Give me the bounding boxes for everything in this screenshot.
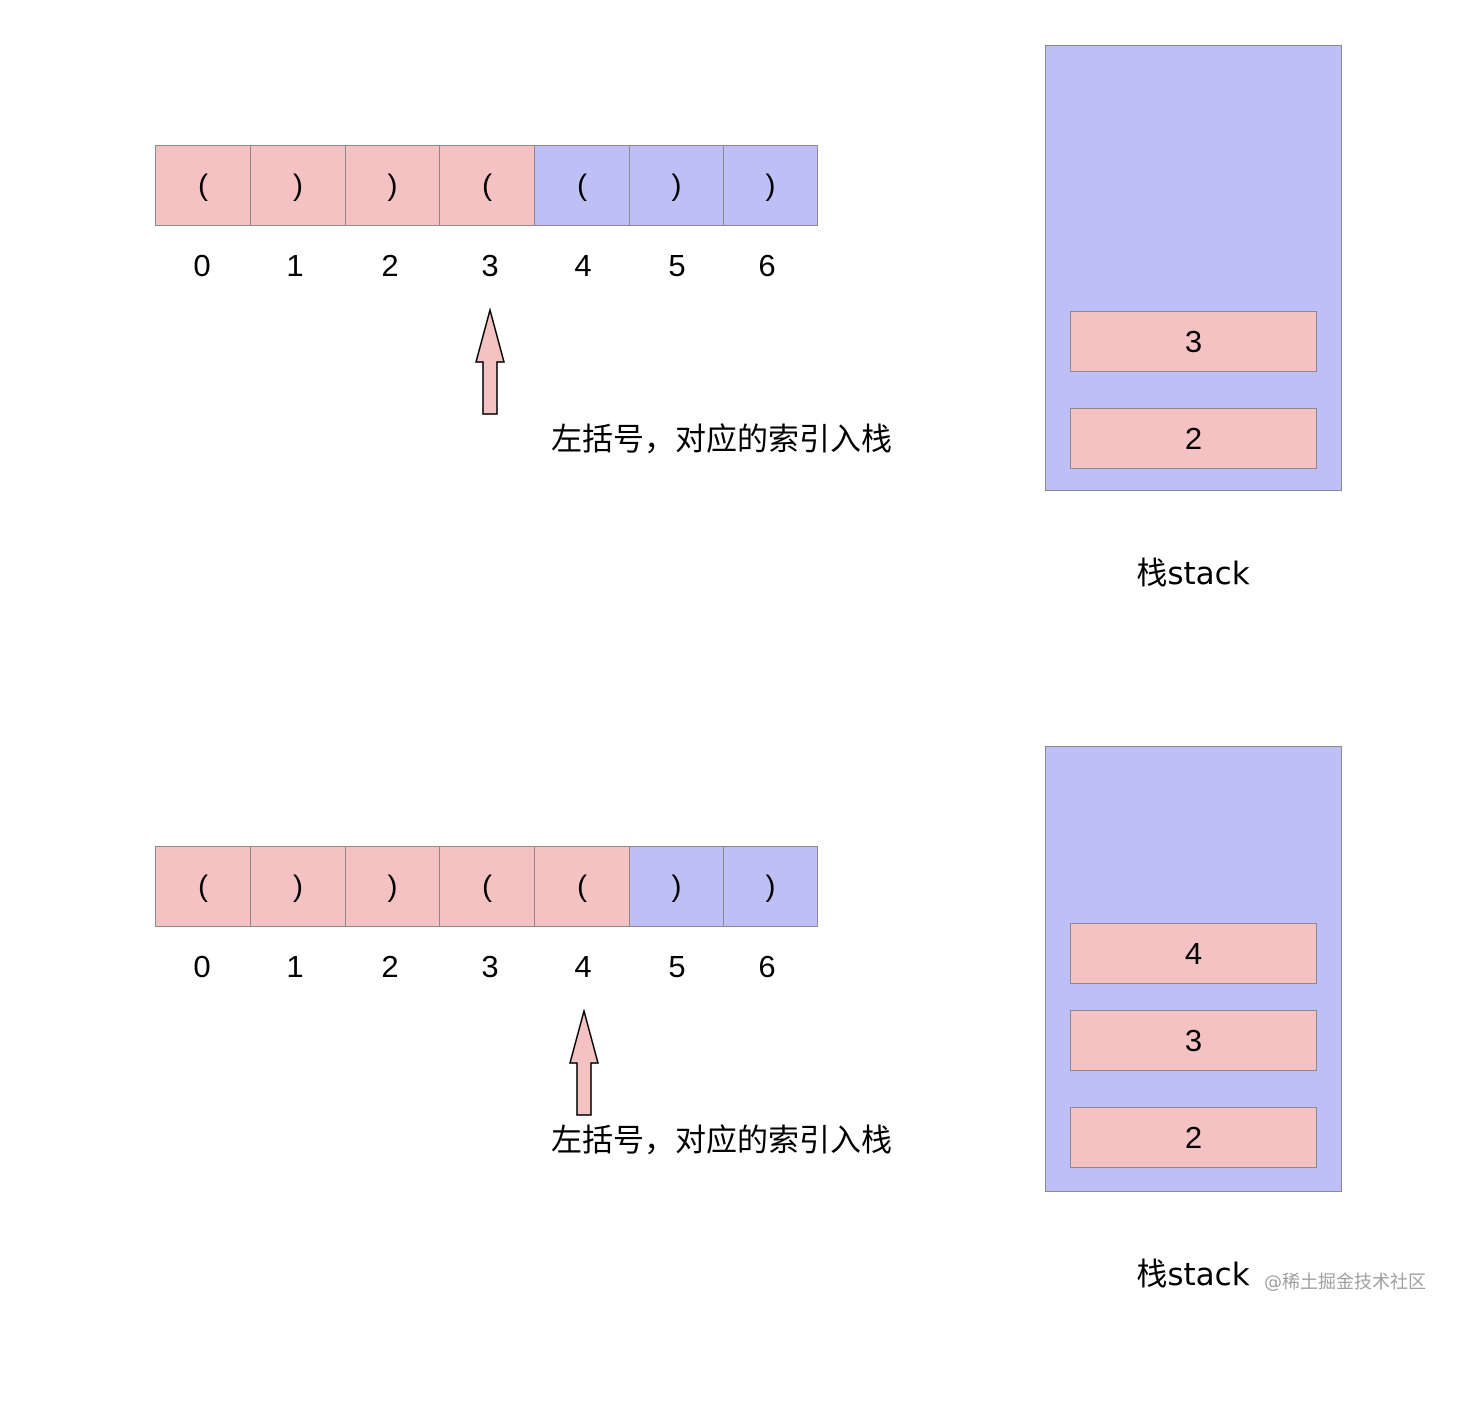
index-label: 0 — [193, 949, 211, 984]
index-label: 1 — [286, 949, 304, 984]
index-label: 2 — [381, 949, 399, 984]
index-label: 3 — [481, 949, 499, 984]
array-cell: ( — [155, 145, 251, 226]
array-cell: ( — [439, 145, 535, 226]
array-cell: ) — [629, 145, 724, 226]
pointer-arrow-icon — [569, 1009, 599, 1116]
stack-item: 2 — [1070, 1107, 1317, 1168]
bracket-array: ( ) ) ( ( ) ) — [155, 145, 818, 226]
diagram-panel-2: ( ) ) ( ( ) ) 0 1 2 3 4 5 6 左括号，对应的索引入栈 … — [0, 701, 1458, 1401]
array-cell: ( — [439, 846, 535, 927]
index-label: 6 — [758, 949, 776, 984]
index-label: 4 — [574, 949, 592, 984]
push-caption: 左括号，对应的索引入栈 — [551, 422, 892, 458]
bracket-array: ( ) ) ( ( ) ) — [155, 846, 818, 927]
array-cell: ) — [250, 846, 346, 927]
array-cell: ) — [723, 145, 818, 226]
stack-label: 栈stack — [1136, 1257, 1250, 1293]
stack-container: 4 3 2 — [1045, 746, 1342, 1192]
index-label: 6 — [758, 248, 776, 283]
stack-item: 4 — [1070, 923, 1317, 984]
index-label: 3 — [481, 248, 499, 283]
array-cell: ) — [629, 846, 724, 927]
stack-item: 3 — [1070, 1010, 1317, 1071]
array-cell: ) — [250, 145, 346, 226]
array-cell: ( — [534, 145, 630, 226]
stack-container: 3 2 — [1045, 45, 1342, 491]
index-label: 1 — [286, 248, 304, 283]
push-caption: 左括号，对应的索引入栈 — [551, 1123, 892, 1159]
pointer-arrow-icon — [475, 308, 505, 415]
index-label: 2 — [381, 248, 399, 283]
watermark: @稀土掘金技术社区 — [1264, 1272, 1426, 1293]
array-cell: ) — [723, 846, 818, 927]
diagram-panel-1: ( ) ) ( ( ) ) 0 1 2 3 4 5 6 左括号，对应的索引入栈 … — [0, 0, 1458, 700]
stack-item: 2 — [1070, 408, 1317, 469]
index-label: 0 — [193, 248, 211, 283]
index-label: 4 — [574, 248, 592, 283]
array-cell: ( — [534, 846, 630, 927]
array-cell: ( — [155, 846, 251, 927]
index-label: 5 — [668, 248, 686, 283]
array-cell: ) — [345, 145, 440, 226]
stack-label: 栈stack — [1136, 556, 1250, 592]
index-label: 5 — [668, 949, 686, 984]
array-cell: ) — [345, 846, 440, 927]
stack-item: 3 — [1070, 311, 1317, 372]
